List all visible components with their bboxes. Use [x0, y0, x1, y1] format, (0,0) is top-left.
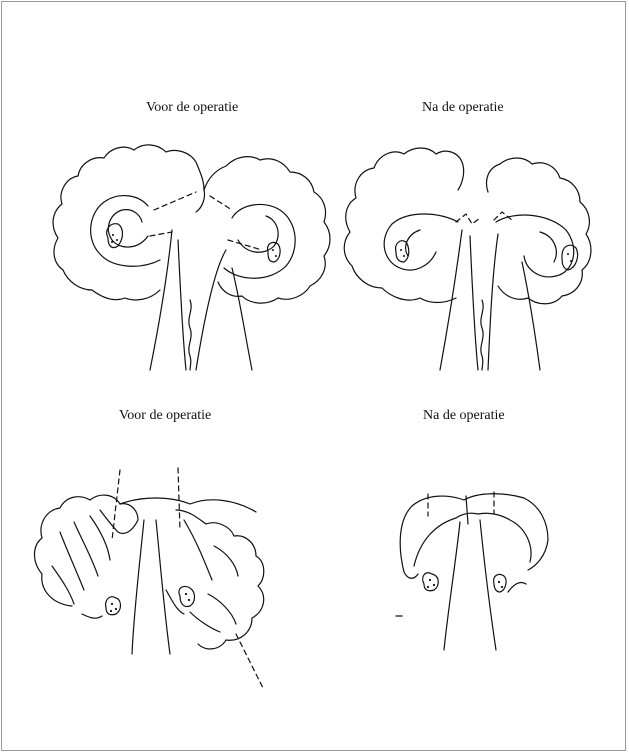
brainstem	[488, 234, 498, 370]
gyrus	[184, 520, 212, 580]
gyrus	[214, 546, 238, 576]
hemisphere-right	[176, 510, 264, 649]
resection-line	[210, 196, 232, 210]
gyrus	[52, 566, 74, 604]
resection-line	[236, 634, 264, 690]
cortex-outline	[400, 494, 548, 572]
lesion	[423, 573, 439, 591]
gyrus	[60, 532, 84, 590]
gyrus	[74, 522, 98, 576]
midline	[132, 520, 144, 654]
resection-line	[150, 232, 172, 236]
coronal-before	[53, 145, 330, 370]
inner-contour	[224, 204, 295, 278]
axial-after	[400, 492, 548, 650]
gyrus	[90, 516, 110, 560]
lesion-margin	[404, 572, 418, 578]
lesion-margin	[82, 614, 102, 618]
inner-contour	[496, 215, 574, 277]
inner-contour	[414, 513, 531, 566]
inner-contour	[108, 210, 148, 247]
axial-before	[35, 468, 265, 690]
lesion	[494, 574, 506, 592]
brainstem	[470, 236, 478, 370]
midline-wavy	[481, 300, 483, 370]
midline-fissure	[466, 496, 468, 524]
lesion-margin	[508, 582, 526, 592]
resection-line	[178, 468, 180, 530]
brainstem	[522, 262, 540, 370]
cortex-outline-right	[487, 158, 591, 304]
midline-wavy	[189, 300, 191, 370]
cortex-outline-right	[204, 157, 330, 303]
gyrus	[208, 594, 236, 624]
lesion	[396, 241, 409, 262]
brainstem	[178, 240, 186, 370]
brainstem	[150, 230, 172, 370]
midline	[444, 522, 460, 650]
cortex-outline	[344, 148, 463, 303]
brainstem	[196, 250, 226, 370]
resection-line	[154, 192, 196, 210]
lesion	[106, 597, 121, 615]
frontal-top	[120, 498, 256, 512]
brainstem	[232, 268, 252, 370]
gyrus	[190, 612, 220, 632]
lesion	[179, 586, 195, 606]
cortex-outline	[35, 495, 139, 606]
inner-contour	[238, 216, 278, 252]
cortex-outline	[53, 145, 204, 300]
coronal-after	[344, 148, 591, 370]
inner-contour	[91, 196, 160, 267]
inner-contour	[540, 232, 556, 262]
resection-margin	[456, 214, 480, 224]
inner-contour	[384, 214, 458, 270]
inner-contour	[406, 230, 420, 256]
midline	[156, 520, 170, 654]
